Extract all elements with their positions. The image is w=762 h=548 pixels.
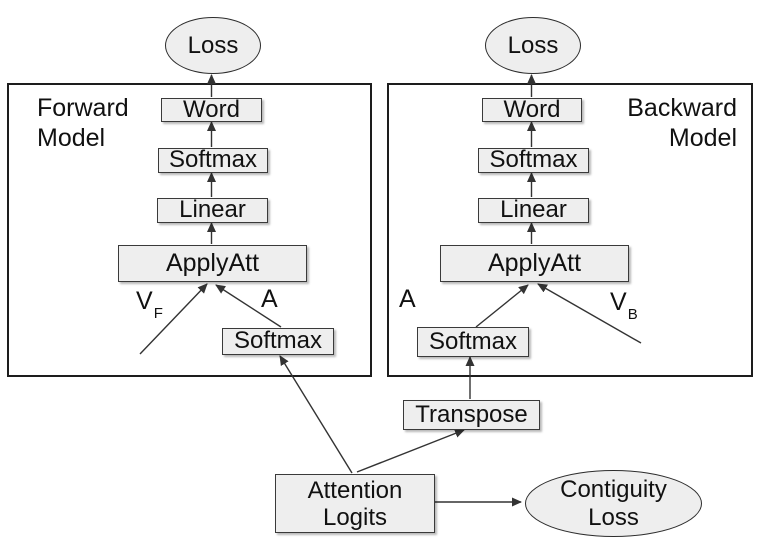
forward-attention-softmax-node: Softmax [222,328,334,355]
backward-attention-softmax-node: Softmax [417,327,529,357]
backward-model-box [387,83,753,377]
backward-attention-label: A [399,285,416,313]
contiguity-loss-ellipse: Contiguity Loss [525,470,702,537]
forward-word-node: Word [161,96,262,123]
backward-softmax-node: Softmax [478,147,589,173]
forward-attention-label: A [261,285,278,313]
arrow-bwd-attn-softmax-to-applyatt [475,284,529,328]
forward-model-title: Forward Model [37,94,129,152]
backward-word-node: Word [482,96,582,123]
backward-loss-ellipse: Loss [485,17,581,74]
backward-applyatt-node: ApplyAtt [440,245,629,282]
arrow-logits-to-transpose [356,429,465,473]
backward-values-label-base: V [610,288,627,316]
forward-applyatt-node: ApplyAtt [118,245,307,282]
backward-model-title: Backward Model [627,94,737,152]
forward-linear-node: Linear [157,197,268,223]
backward-values-label-subscript: B [627,306,638,323]
arrow-bwd-values-to-applyatt [537,283,642,344]
arrow-fwd-values-to-applyatt [139,283,208,355]
backward-values-label: VB [610,288,638,323]
attention-logits-node: Attention Logits [275,474,435,533]
arrow-logits-to-fwd-softmax [279,355,353,474]
forward-values-label-subscript: F [153,305,163,322]
backward-linear-node: Linear [478,197,589,223]
forward-loss-ellipse: Loss [165,17,261,74]
forward-values-label: VF [136,287,163,322]
forward-softmax-node: Softmax [158,147,268,173]
forward-model-box [7,83,372,377]
forward-values-label-base: V [136,287,153,315]
arrow-fwd-attn-softmax-to-applyatt [215,284,282,328]
transpose-node: Transpose [403,400,540,430]
